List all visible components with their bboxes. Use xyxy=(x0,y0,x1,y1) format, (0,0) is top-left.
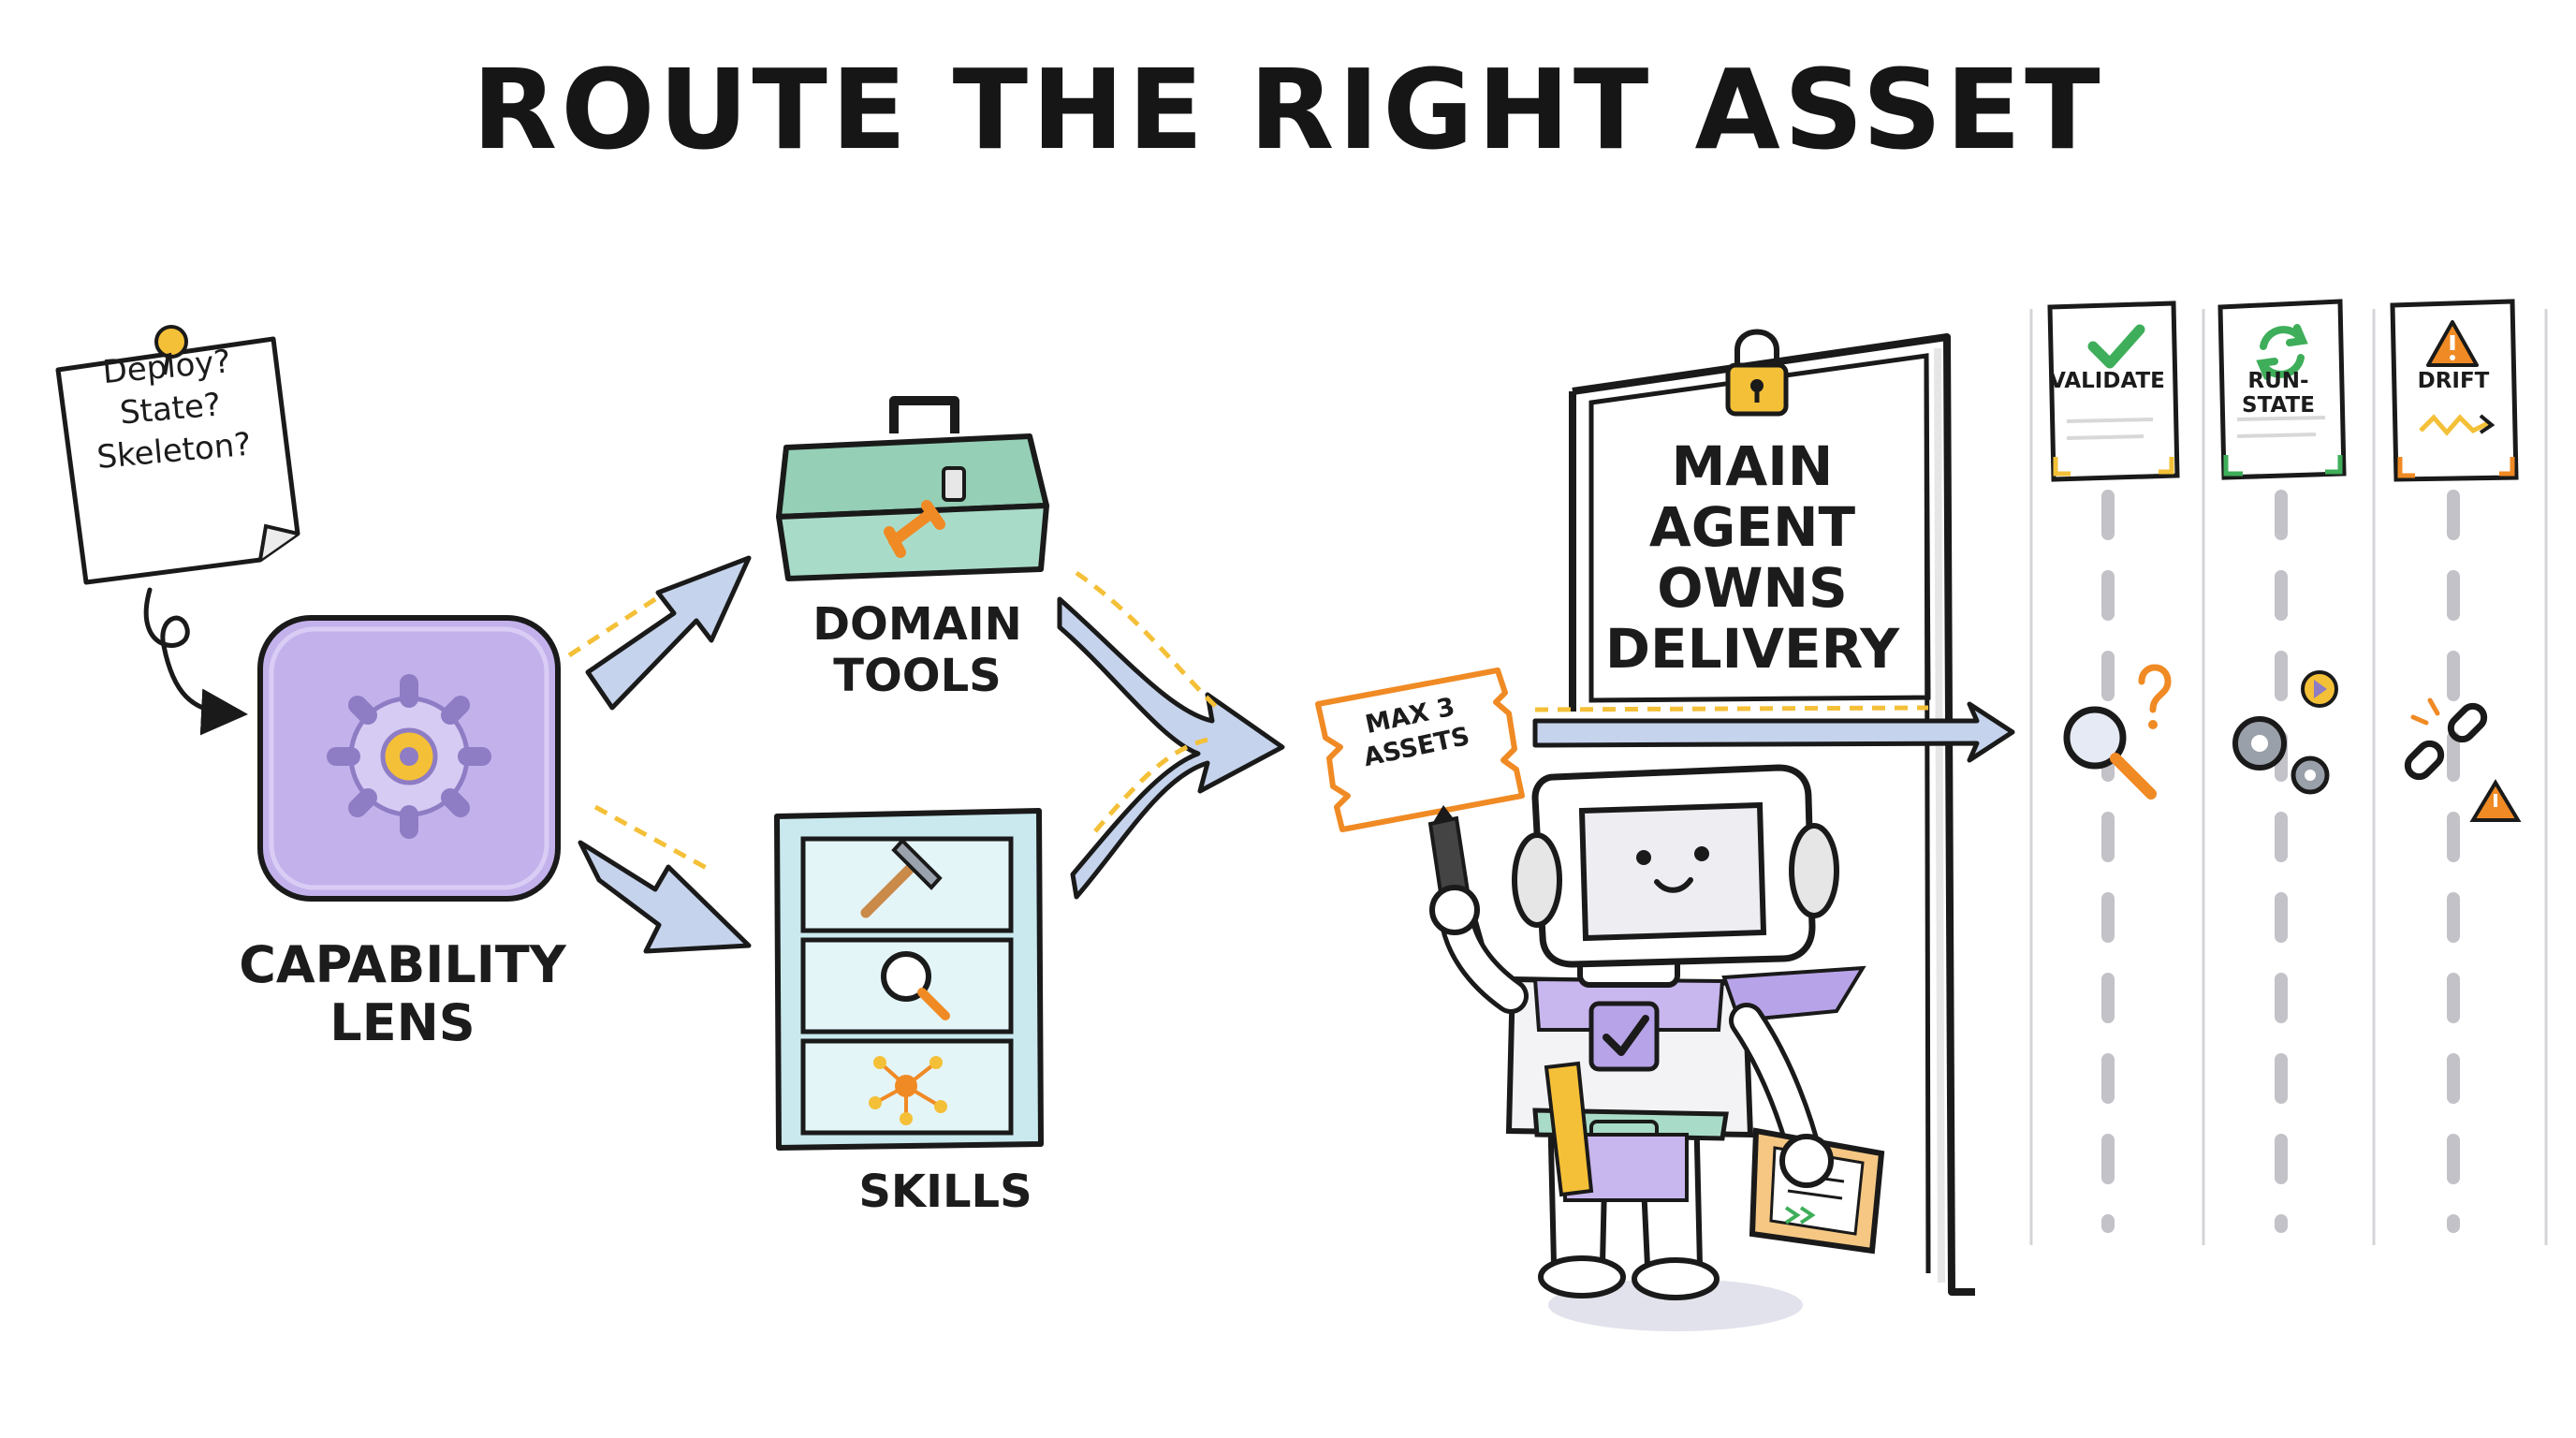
toolbox-icon xyxy=(776,396,1049,581)
validate-label: VALIDATE xyxy=(2049,369,2165,393)
validate-card xyxy=(2047,301,2180,482)
arrow-to-skills xyxy=(578,840,752,954)
run-state-card xyxy=(2217,299,2347,480)
main-agent-label: MAIN AGENT OWNS DELIVERY xyxy=(1604,434,1900,681)
magnifier-icon xyxy=(881,951,950,1020)
broken-chain-icon xyxy=(2404,697,2522,822)
door-frame xyxy=(1569,333,1975,1296)
lane-dashes xyxy=(2101,490,2460,1233)
warning-icon xyxy=(2426,320,2479,367)
handoff-arrow xyxy=(1532,701,2015,763)
drift-card xyxy=(2390,299,2519,482)
checkmark-icon xyxy=(2087,324,2145,369)
capability-lens-label: CAPABILITY LENS xyxy=(239,935,566,1052)
lock-icon xyxy=(1725,329,1789,417)
run-state-label: RUN-STATE xyxy=(2242,369,2315,418)
drift-label: DRIFT xyxy=(2417,369,2490,393)
loop-arrow xyxy=(143,587,248,736)
domain-tools-label: DOMAIN TOOLS xyxy=(812,598,1022,702)
skills-label: SKILLS xyxy=(858,1166,1032,1218)
gears-icon xyxy=(2232,670,2338,795)
ticket xyxy=(1315,668,1525,832)
gear-icon xyxy=(327,674,491,839)
network-icon xyxy=(869,1056,947,1125)
clipboard-icon xyxy=(1749,1127,1885,1255)
hammer-icon xyxy=(860,838,943,918)
magnifier-icon xyxy=(2063,664,2172,800)
merge-arrow xyxy=(1057,596,1285,900)
ruler-icon xyxy=(1544,1061,1594,1197)
sticky-note-text: Deploy? State? Skeleton? xyxy=(53,337,288,482)
refresh-icon xyxy=(2256,324,2308,380)
pushpin-icon xyxy=(154,325,188,375)
robot-agent xyxy=(1429,764,1866,1331)
page-title: ROUTE THE RIGHT ASSET xyxy=(472,45,2104,174)
sticky-note xyxy=(55,336,300,585)
lane-dividers xyxy=(2029,309,2548,1245)
arrow-to-domain-tools xyxy=(585,555,752,711)
